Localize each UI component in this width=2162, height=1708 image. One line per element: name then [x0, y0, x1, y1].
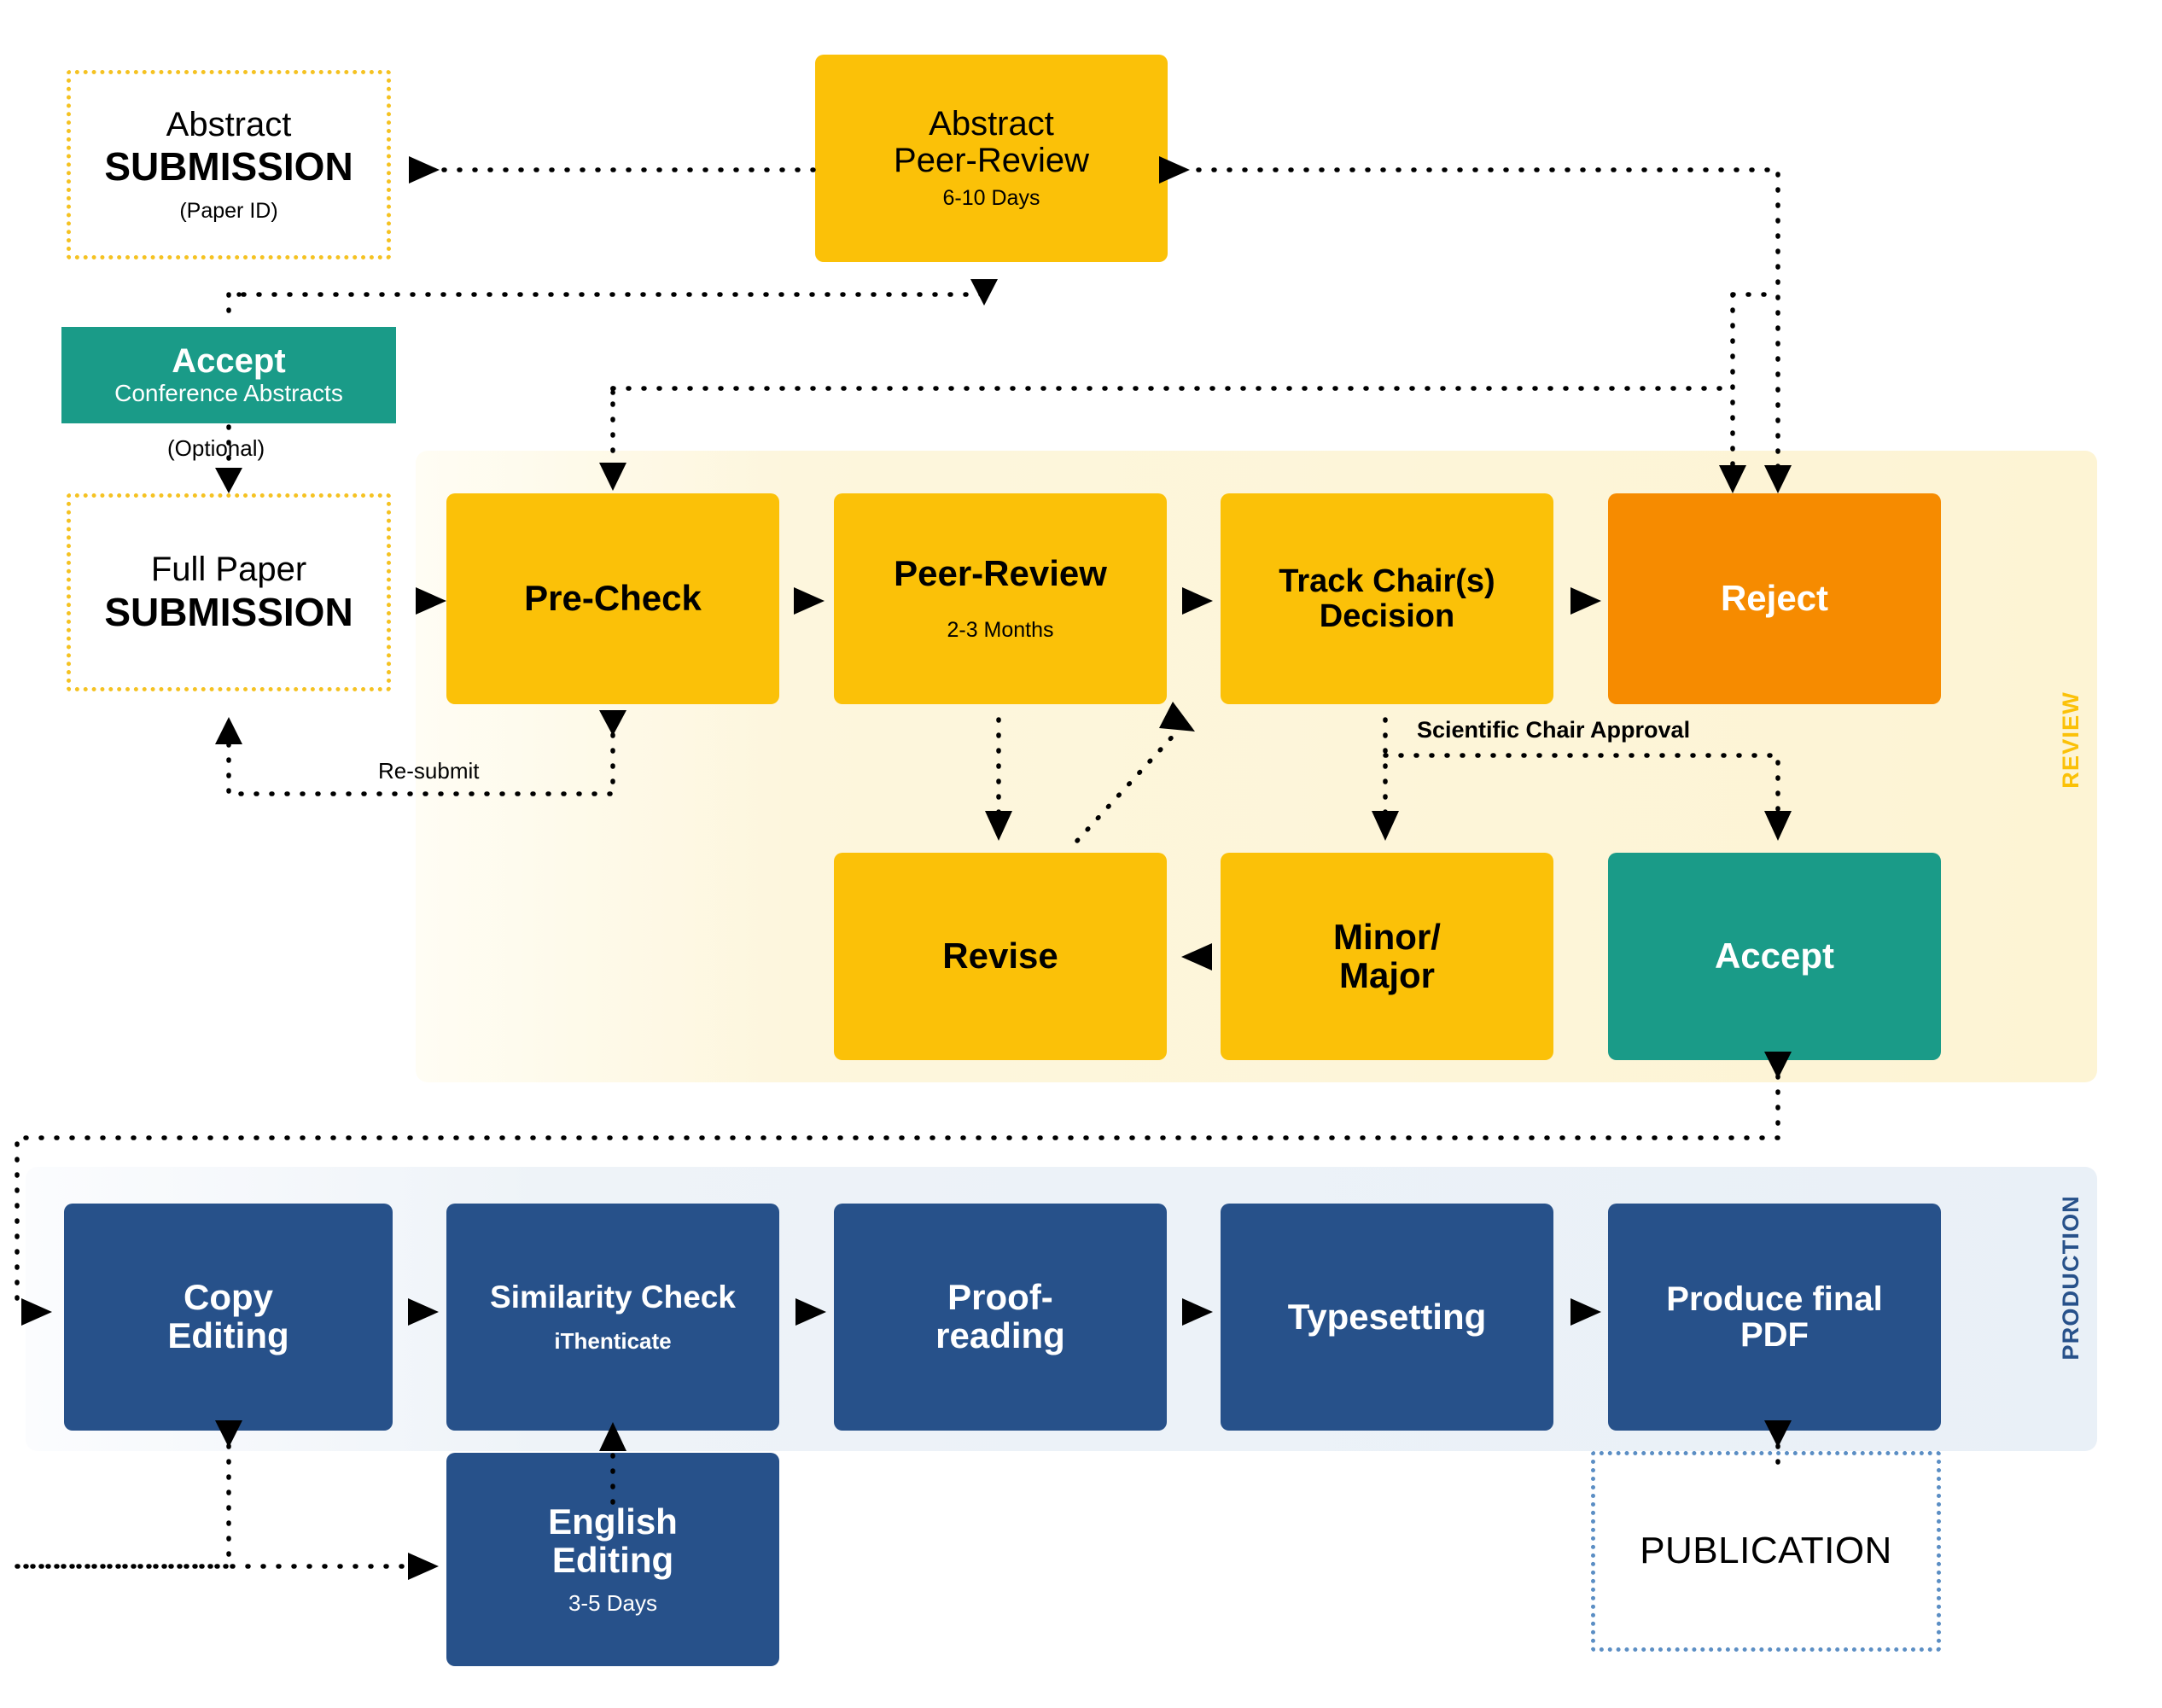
typesetting-title: Typesetting	[1287, 1296, 1487, 1337]
arrowhead-into-english-editing	[408, 1553, 439, 1580]
production-band-label: PRODUCTION	[2058, 1195, 2083, 1361]
edge-abstract-peer-review-to-reject	[1165, 167, 1780, 476]
track-chair-decision-title: Track Chair(s) Decision	[1279, 563, 1495, 634]
node-similarity-check[interactable]: Similarity Check iThenticate	[446, 1204, 779, 1431]
accept-conference-sub: Conference Abstracts	[114, 380, 343, 407]
node-typesetting[interactable]: Typesetting	[1221, 1204, 1553, 1431]
english-editing-sub: 3-5 Days	[568, 1590, 658, 1617]
similarity-check-title: Similarity Check	[490, 1280, 736, 1315]
abstract-submission-sub: (Paper ID)	[179, 198, 278, 223]
publication-title: PUBLICATION	[1640, 1530, 1892, 1572]
abstract-peer-review-sub: 6-10 Days	[942, 186, 1040, 211]
arrowhead-resubmit-up-to-full-paper	[215, 717, 242, 744]
node-pre-check[interactable]: Pre-Check	[446, 493, 779, 704]
accept-title: Accept	[1714, 936, 1835, 976]
proofreading-title: Proof- reading	[935, 1277, 1065, 1355]
revise-title: Revise	[942, 936, 1058, 976]
peer-review-sub: 2-3 Months	[947, 618, 1054, 642]
abstract-peer-review-title: Abstract Peer-Review	[894, 105, 1089, 179]
english-editing-title: English Editing	[548, 1501, 678, 1580]
node-copy-editing[interactable]: Copy Editing	[64, 1204, 393, 1431]
node-peer-review[interactable]: Peer-Review 2-3 Months	[834, 493, 1167, 704]
node-accept[interactable]: Accept	[1608, 853, 1941, 1060]
node-reject[interactable]: Reject	[1608, 493, 1941, 704]
node-proofreading[interactable]: Proof- reading	[834, 1204, 1167, 1431]
similarity-check-sub: iThenticate	[554, 1328, 672, 1355]
resubmit-label: Re-submit	[378, 758, 480, 784]
arrowhead-peer-review-down	[970, 279, 998, 306]
node-accept-conference-abstracts[interactable]: Accept Conference Abstracts	[61, 327, 396, 423]
node-produce-final-pdf[interactable]: Produce final PDF	[1608, 1204, 1941, 1431]
scientific-chair-approval-label: Scientific Chair Approval	[1417, 717, 1691, 743]
optional-label: (Optional)	[167, 435, 265, 461]
node-track-chair-decision[interactable]: Track Chair(s) Decision	[1221, 493, 1553, 704]
review-band-label: REVIEW	[2058, 691, 2083, 789]
arrowhead-to-abstract-peer-review	[409, 156, 440, 184]
node-english-editing[interactable]: English Editing 3-5 Days	[446, 1453, 779, 1666]
pre-check-title: Pre-Check	[524, 578, 702, 619]
arrowhead-to-full-paper-submission	[215, 468, 242, 493]
produce-final-pdf-title: Produce final PDF	[1666, 1280, 1883, 1354]
copy-editing-title: Copy Editing	[167, 1277, 289, 1355]
node-revise[interactable]: Revise	[834, 853, 1167, 1060]
minor-major-title: Minor/ Major	[1333, 916, 1441, 995]
node-publication[interactable]: PUBLICATION	[1591, 1451, 1941, 1652]
edge-abstract-peer-review-to-accept	[226, 279, 987, 327]
node-abstract-peer-review[interactable]: Abstract Peer-Review 6-10 Days	[815, 55, 1168, 262]
accept-conference-title: Accept	[172, 341, 286, 380]
peer-review-title: Peer-Review	[894, 553, 1107, 594]
reject-title: Reject	[1720, 578, 1829, 619]
node-minor-major[interactable]: Minor/ Major	[1221, 853, 1553, 1060]
